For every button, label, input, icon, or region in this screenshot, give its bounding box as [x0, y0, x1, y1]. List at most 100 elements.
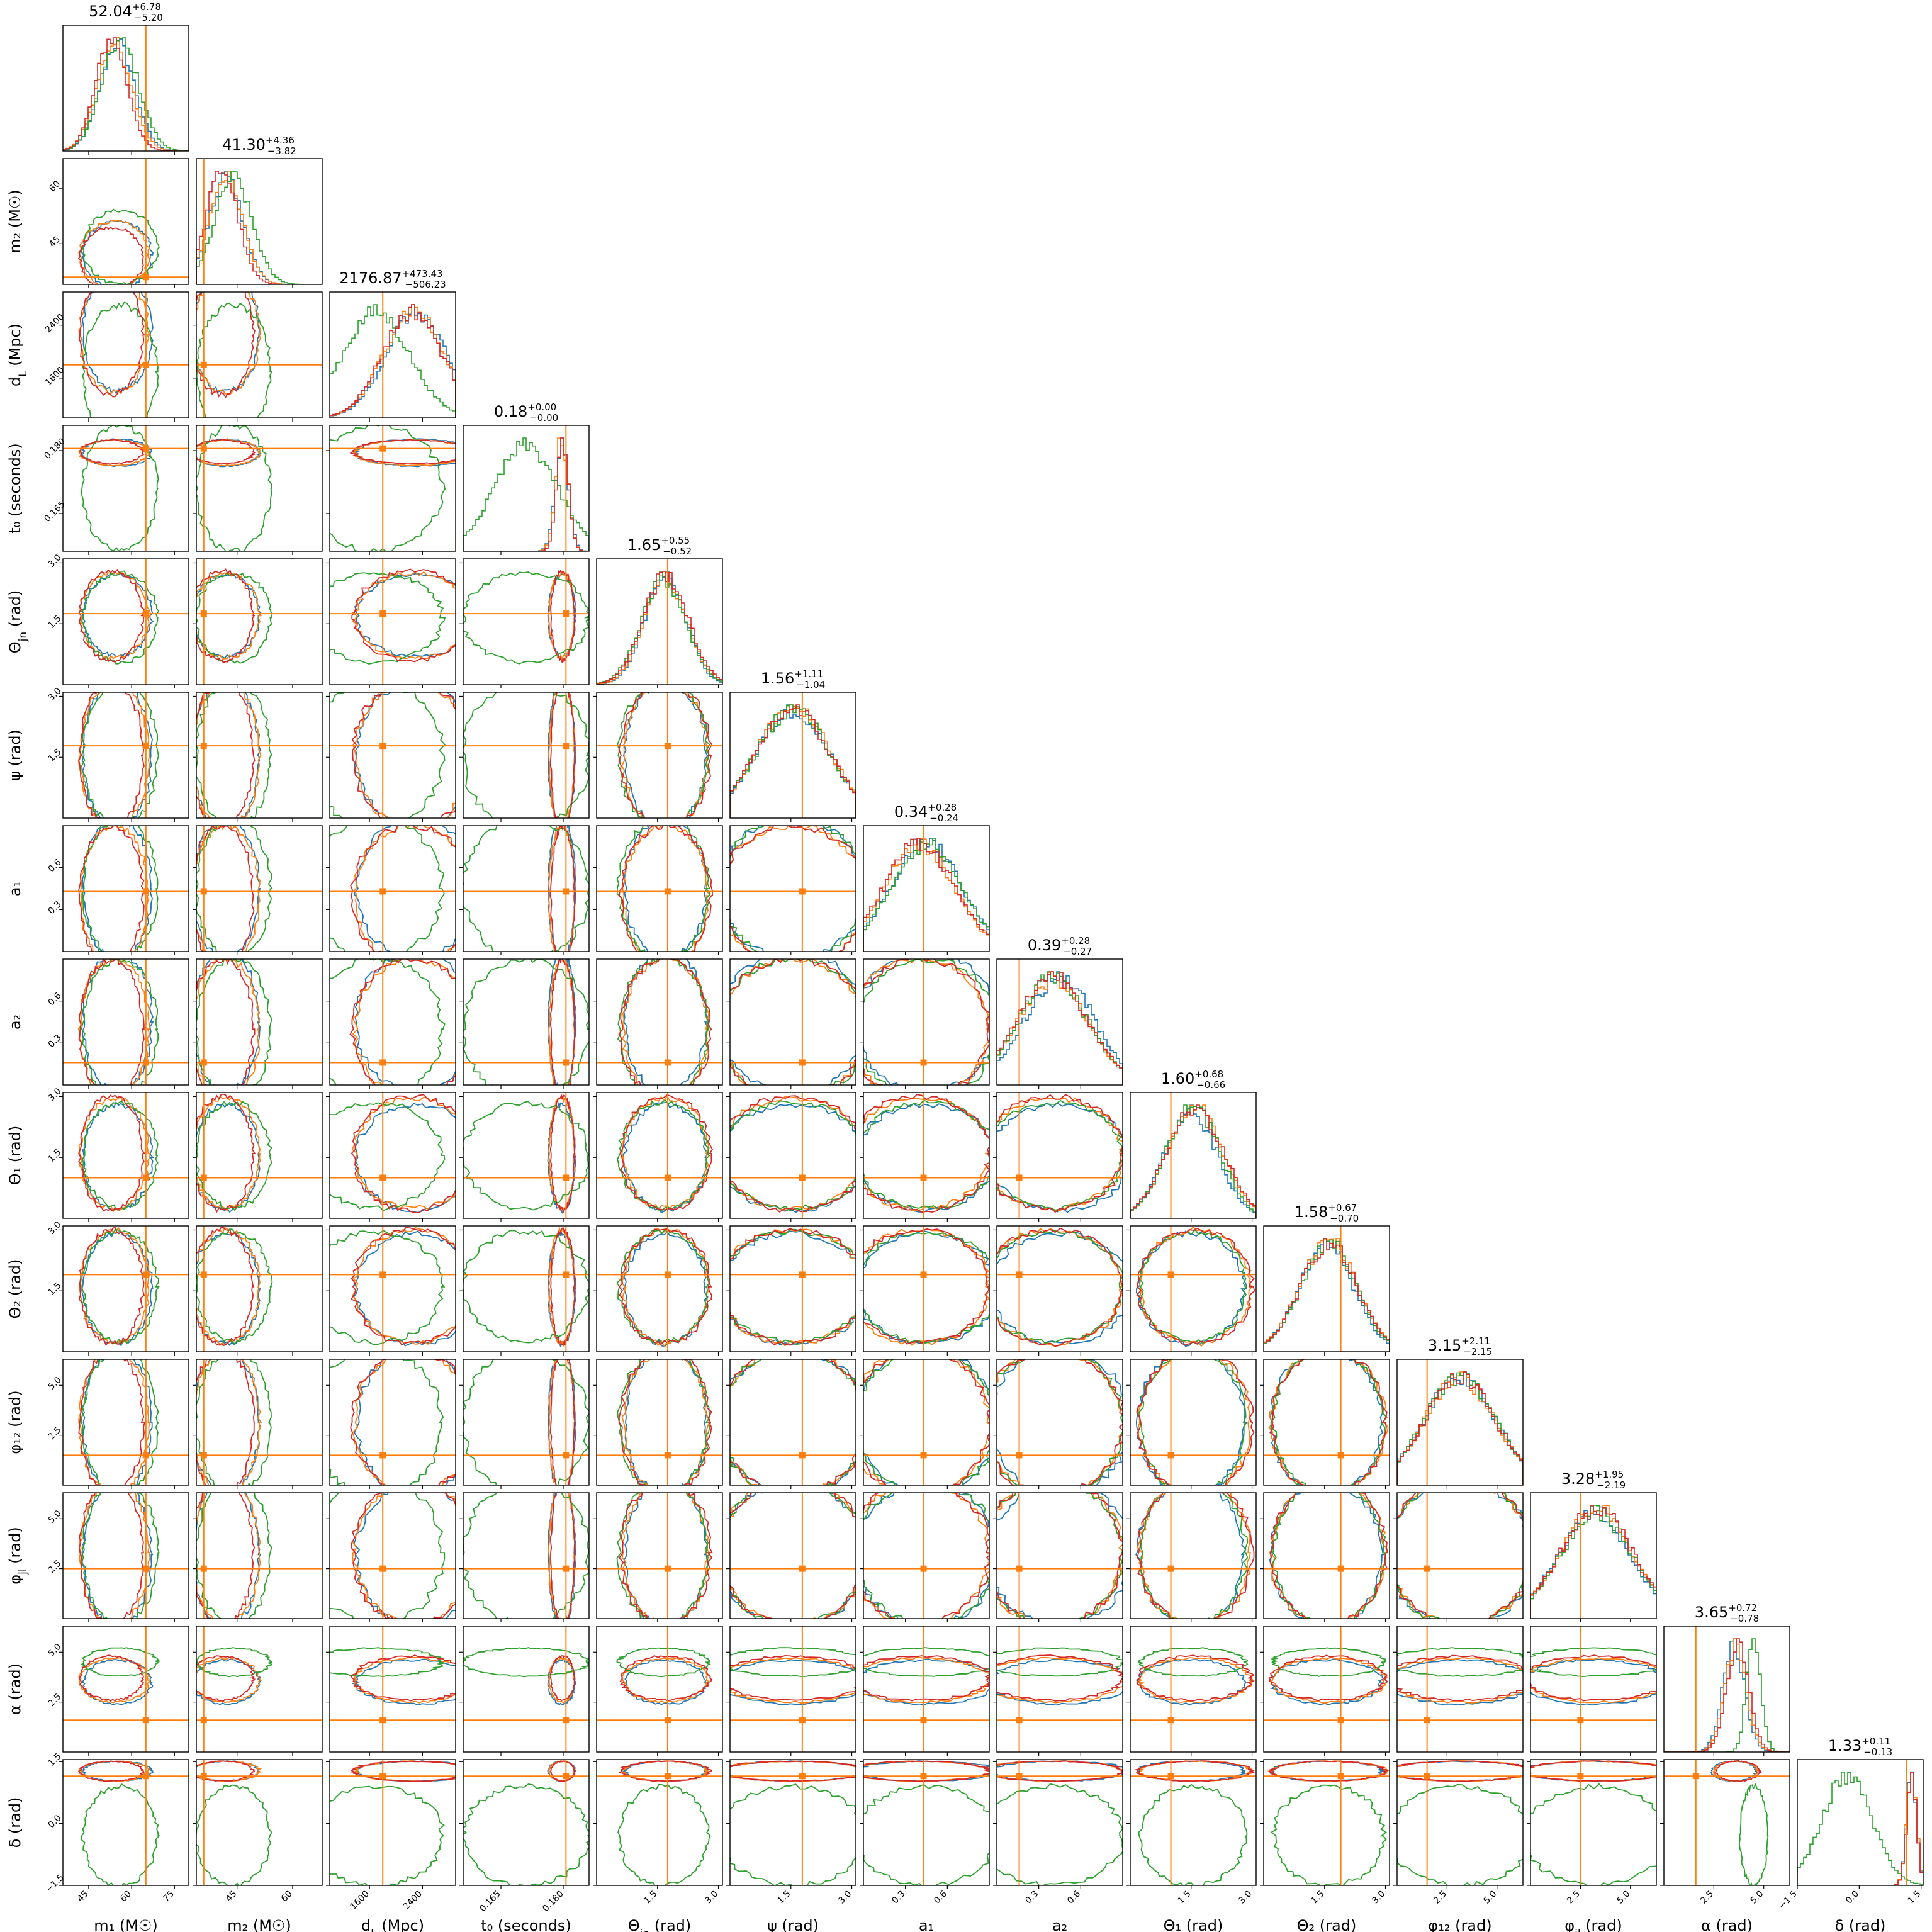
truth-marker-phijl-t0 — [563, 1565, 570, 1572]
truth-marker-a2-dL — [379, 1059, 386, 1066]
panel-phijl-a2 — [993, 1492, 1123, 1622]
title-th2: 1.58+0.67−0.70 — [1295, 1202, 1359, 1224]
panel-frame — [329, 1492, 456, 1619]
contour-phijl-thjn-series-0 — [624, 1493, 709, 1619]
contour-a1-dL-series-2 — [330, 826, 445, 952]
histogram-dL-series-1 — [330, 304, 456, 418]
contour-psi-m1-series-2 — [81, 692, 160, 818]
contour-delta-dL-series-2 — [330, 1785, 445, 1885]
panel-a2-dL — [326, 958, 456, 1089]
truth-marker-phi12-a1 — [920, 1452, 927, 1459]
panel-th1-psi — [726, 1092, 856, 1222]
x-tick-label-dL: 2400 — [402, 1889, 425, 1912]
truth-marker-phi12-psi — [799, 1452, 806, 1459]
x-tick-label-psi: 1.5 — [776, 1889, 793, 1906]
panel-frame — [463, 825, 590, 952]
x-tick-label-dL: 1600 — [348, 1889, 371, 1912]
panel-a1-m2 — [193, 825, 323, 955]
contour-phijl-a1-series-1 — [863, 1493, 989, 1619]
contour-psi-thjn-series-2 — [617, 692, 711, 818]
contour-psi-dL-series-2 — [330, 692, 446, 818]
truth-marker-m2-m1 — [142, 274, 149, 281]
contour-th2-a1-series-3 — [863, 1228, 989, 1345]
panel-th1-th1: 1.60+0.68−0.66 — [1130, 1069, 1257, 1222]
contour-alpha-m2-series-1 — [196, 1656, 262, 1704]
panel-t0-m2 — [193, 425, 323, 555]
panel-frame — [196, 1359, 323, 1486]
x-axis-label-delta: δ (rad) — [1835, 1917, 1886, 1932]
panel-phi12-a1 — [860, 1359, 990, 1489]
panel-frame — [596, 958, 723, 1086]
panel-frame — [463, 1626, 590, 1753]
contour-alpha-m1-series-2 — [80, 1647, 160, 1677]
contour-th2-dL-series-3 — [351, 1227, 456, 1346]
panel-phijl-psi — [726, 1492, 856, 1622]
truth-marker-delta-dL — [379, 1773, 386, 1780]
histogram-th1-series-2 — [1130, 1104, 1256, 1218]
histogram-th2-series-2 — [1264, 1238, 1390, 1352]
y-axis-label-a1: a₁ — [6, 881, 24, 896]
panel-alpha-phi12 — [1393, 1626, 1524, 1756]
histogram-a2-series-1 — [997, 971, 1123, 1085]
x-tick-label-delta: 0.0 — [1844, 1889, 1861, 1906]
panel-th2-a2 — [993, 1225, 1123, 1356]
panel-frame — [863, 825, 990, 952]
panel-frame — [596, 1626, 723, 1753]
panel-thjn-dL — [326, 558, 456, 688]
contour-dL-m1-series-2 — [81, 301, 159, 418]
y-tick-label-th1: 3.0 — [47, 1086, 64, 1103]
panel-delta-thjn: 1.5 3.0 — [593, 1759, 723, 1906]
y-tick-label-th2: 1.5 — [47, 1281, 64, 1298]
contour-a2-a1-series-1 — [863, 959, 989, 1085]
x-axis-label-a2: a₂ — [1052, 1917, 1067, 1932]
contour-alpha-t0-series-2 — [463, 1647, 589, 1678]
contour-thjn-t0-series-3 — [550, 570, 576, 664]
truth-marker-phi12-a2 — [1016, 1452, 1023, 1459]
panel-frame — [863, 1359, 990, 1486]
panel-alpha-th1 — [1126, 1626, 1257, 1756]
x-axis-label-m2: m₂ (M☉) — [227, 1917, 291, 1932]
contour-a1-thjn-series-1 — [621, 826, 711, 952]
panel-thjn-thjn: 1.65+0.55−0.52 — [596, 535, 723, 688]
contour-phi12-t0-series-3 — [549, 1359, 576, 1485]
title-th1: 1.60+0.68−0.66 — [1161, 1069, 1225, 1091]
histogram-a2-series-3 — [997, 971, 1123, 1085]
histogram-thjn-series-3 — [597, 571, 722, 685]
truth-marker-dL-m2 — [200, 361, 207, 368]
panel-alpha-phijl — [1527, 1626, 1657, 1756]
panel-frame — [1263, 1626, 1390, 1753]
truth-marker-alpha-psi — [799, 1717, 806, 1724]
contour-th2-t0-series-3 — [550, 1227, 576, 1347]
y-axis-label-a2: a₂ — [6, 1014, 24, 1030]
contour-dL-m2-series-1 — [196, 292, 261, 396]
panel-phijl-thjn — [593, 1492, 723, 1622]
x-tick-label-thjn: 1.5 — [643, 1889, 660, 1906]
truth-marker-phi12-thjn — [664, 1452, 671, 1459]
panel-th2-dL — [326, 1225, 456, 1356]
histogram-m1-series-1 — [63, 37, 189, 151]
contour-th2-t0-series-1 — [548, 1226, 576, 1347]
contour-phijl-m1-series-0 — [81, 1493, 154, 1619]
x-tick-label-thjn: 3.0 — [703, 1889, 720, 1906]
contour-th2-m2-series-2 — [196, 1228, 273, 1345]
y-tick-label-alpha: 5.0 — [47, 1642, 64, 1659]
contour-phijl-m2-series-2 — [196, 1493, 272, 1619]
panel-frame — [196, 1626, 323, 1753]
panel-th2-m2 — [193, 1225, 323, 1356]
panel-th1-m1: 1.53.0 — [47, 1086, 189, 1222]
contour-alpha-t0-series-1 — [548, 1656, 576, 1704]
contour-psi-t0-series-3 — [549, 692, 576, 818]
y-axis-label-th1: Θ₁ (rad) — [6, 1126, 24, 1186]
histogram-th1-series-3 — [1130, 1104, 1256, 1218]
panel-frame — [463, 425, 590, 552]
truth-marker-phijl-th2 — [1337, 1565, 1344, 1572]
x-tick-label-psi: 3.0 — [836, 1889, 853, 1906]
panel-dL-dL: 2176.87+473.43−506.23 — [329, 268, 456, 422]
contour-alpha-m1-series-1 — [78, 1656, 151, 1704]
y-tick-label-phi12: 5.0 — [47, 1375, 64, 1392]
panel-frame — [329, 1092, 456, 1219]
histogram-m1-series-2 — [63, 37, 189, 151]
panel-th1-m2 — [193, 1092, 323, 1222]
